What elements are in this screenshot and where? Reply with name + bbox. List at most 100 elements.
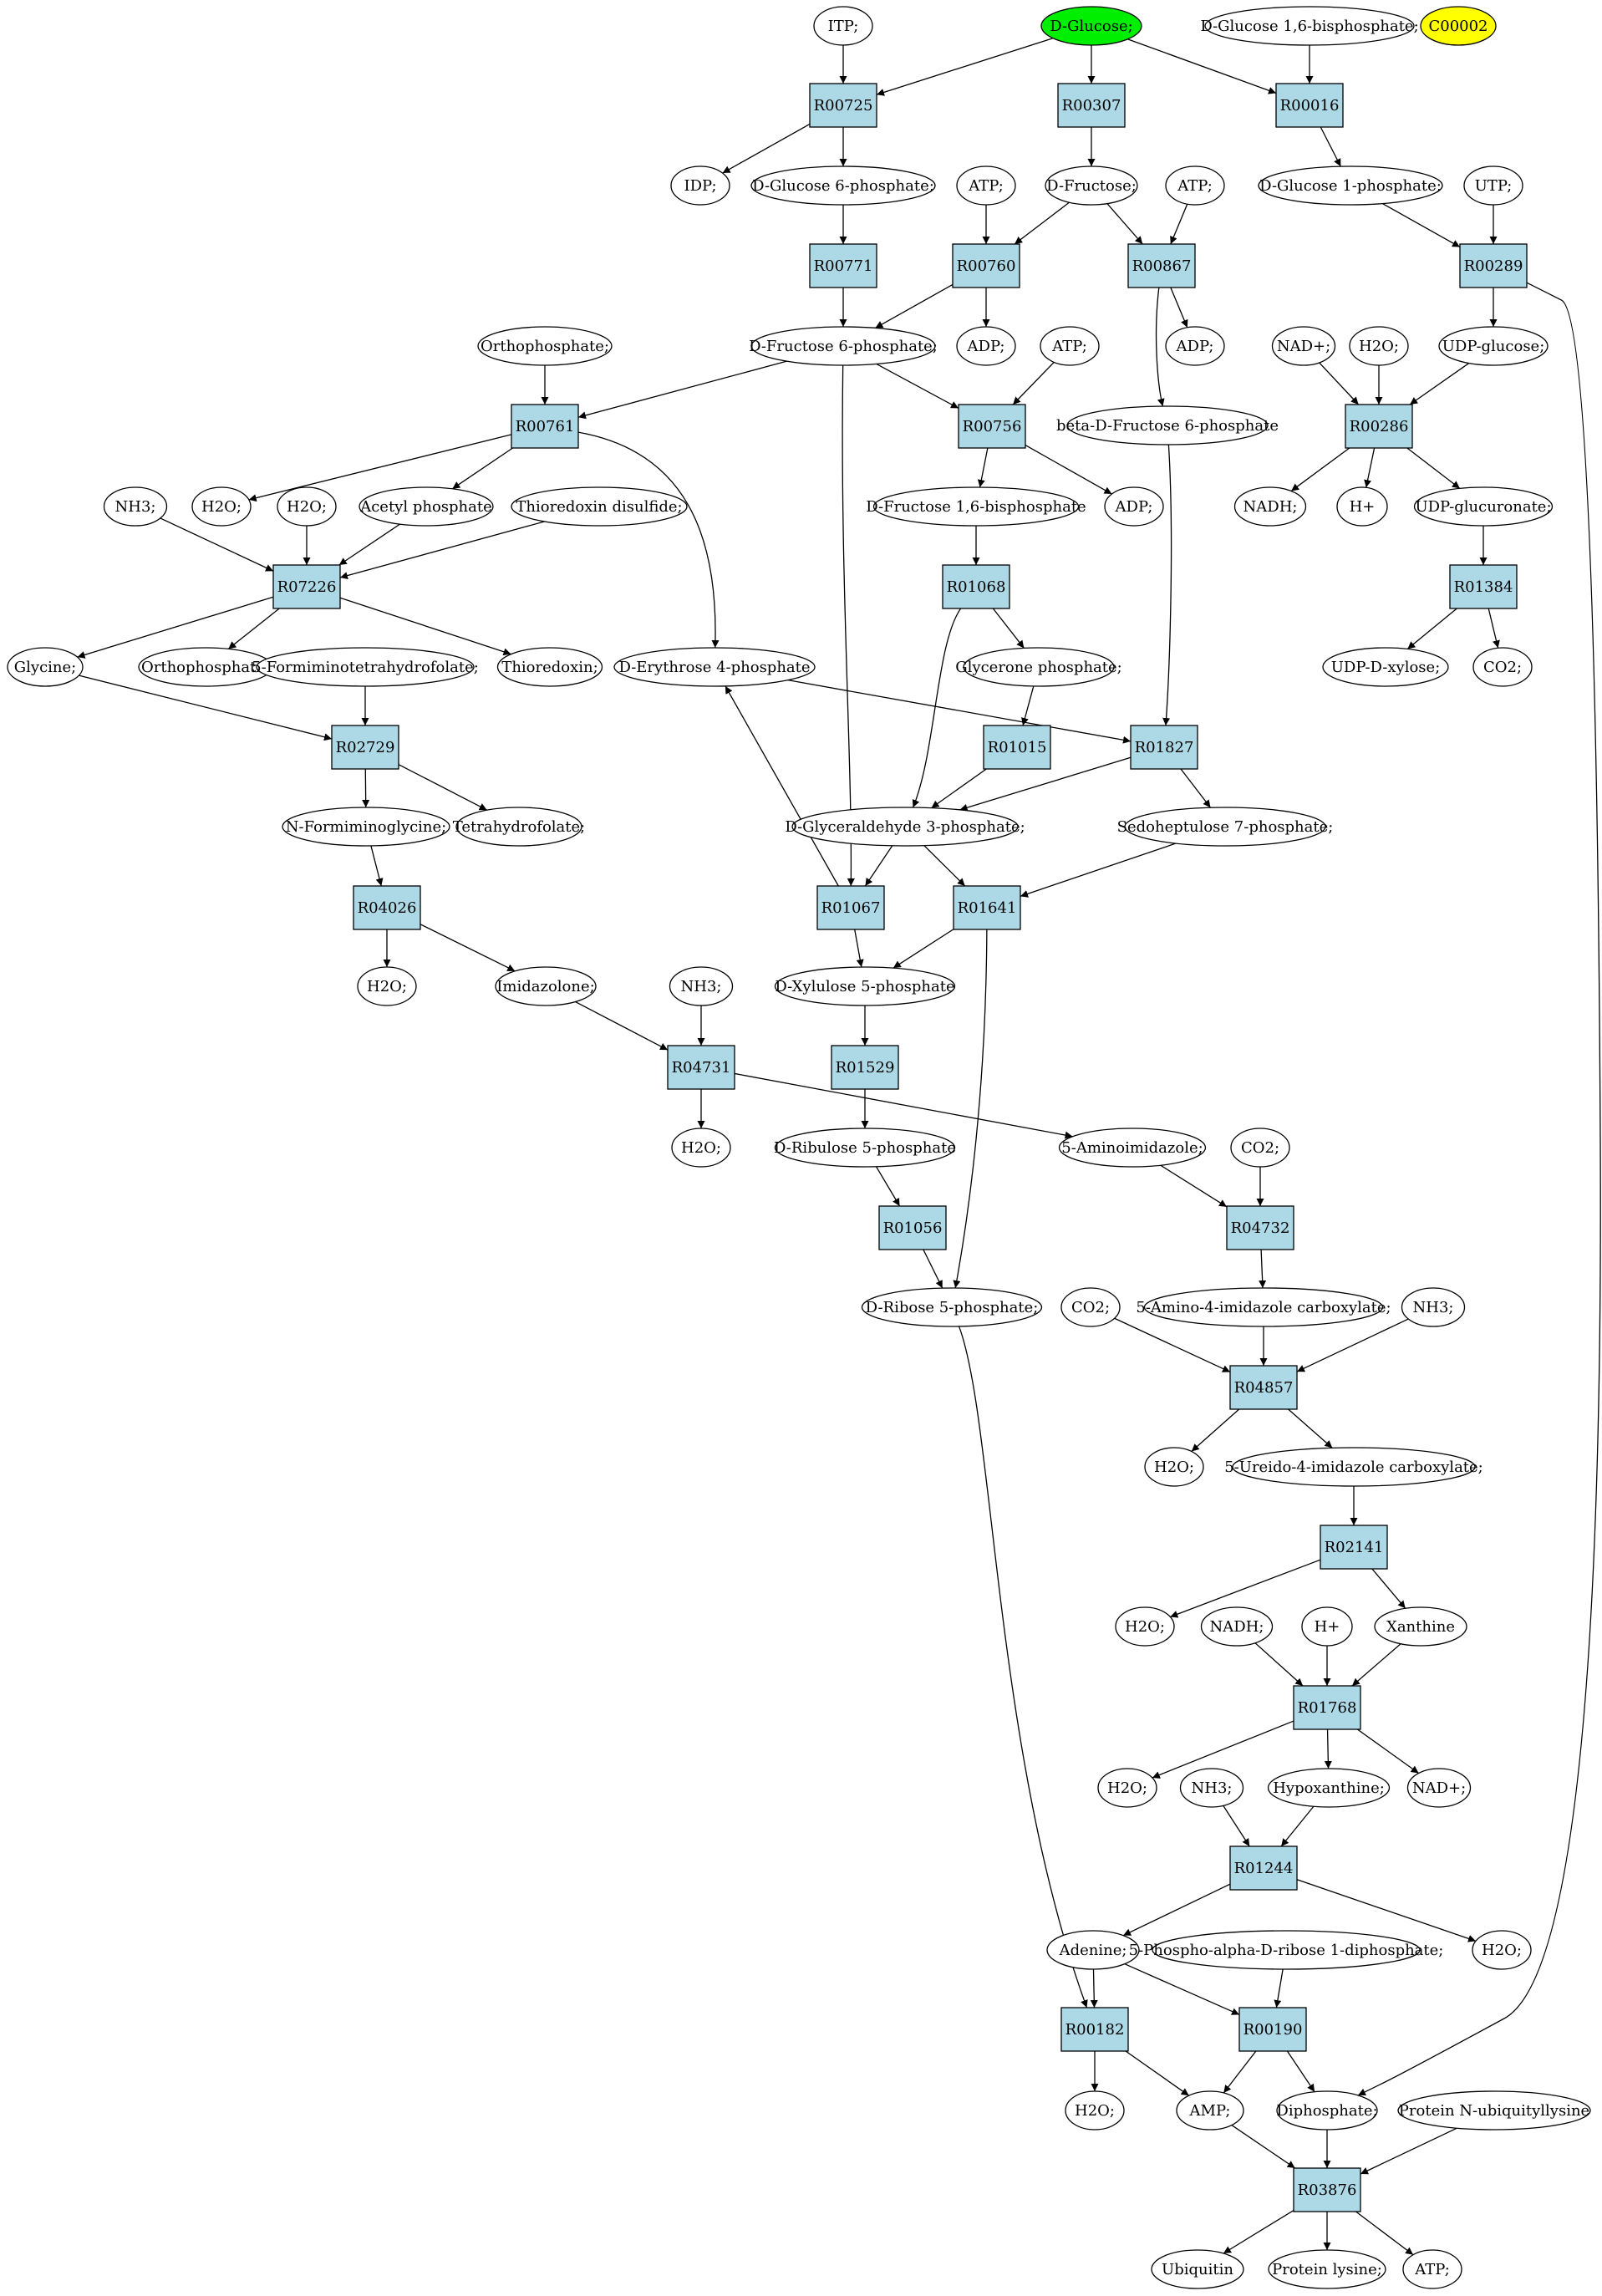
edge-dr5p-to-R00182 [958,1326,1088,2008]
compound-node-hypox: Hypoxanthine; [1267,1768,1391,1808]
compound-node-adenine: Adenine; [1046,1930,1140,1970]
compound-label: H2O; [1359,338,1399,355]
compound-ellipse [1322,647,1449,687]
edge-nfgly-to-R04026 [370,845,384,887]
compound-label: D-Fructose; [1046,177,1137,195]
compound-ellipse [1066,405,1269,445]
compound-label: D-Erythrose 4-phosphate [618,659,810,676]
reaction-label: R00867 [1132,257,1192,275]
compound-ellipse [1124,807,1326,847]
edge-R04731-to-aminoimid [734,1072,1073,1139]
edge-nadh2-to-R01768 [1254,1642,1304,1687]
compound-node-glycine: Glycine; [7,647,84,687]
compound-label: D-Xylulose 5-phosphate [775,978,954,995]
edge-xanthine-to-R01768 [1351,1643,1401,1687]
reaction-box [1449,564,1518,609]
compound-node-adp2: ADP; [1165,326,1225,366]
compound-ellipse [277,486,337,527]
compound-ellipse [1463,165,1523,206]
compound-ellipse [1176,2090,1244,2131]
edge-R01384-to-co2_1 [1488,608,1500,649]
reaction-node-r04857: R04857 [1229,1365,1298,1410]
reaction-node-r01056: R01056 [878,1205,947,1250]
reaction-label: R00190 [1243,2021,1303,2039]
edge-nh3_1-to-R07226 [160,517,274,572]
edge-nh3_4-to-R01244 [1223,1805,1250,1847]
compound-node-de4p: D-Erythrose 4-phosphate [613,647,816,687]
edge-R04857-to-ureido [1288,1408,1333,1448]
compound-ellipse [1233,486,1307,527]
edge-R04026-to-imidazolone [420,924,516,972]
compound-ellipse [750,326,936,366]
edge-dglucose-to-R00016 [1127,38,1277,94]
compound-ellipse [1276,2090,1378,2131]
compound-node-nh3_2: NH3; [669,966,734,1006]
edge-de4p-to-R01827 [787,680,1132,744]
edge-R07226-to-ortho2 [227,608,280,649]
edge-adenine-to-R00190 [1124,1963,1240,2015]
compound-label: Thioredoxin disulfide; [516,498,682,516]
reaction-node-r01068: R01068 [942,564,1010,609]
compound-node-atp2: ATP; [1165,165,1225,206]
compound-ellipse [1040,326,1100,366]
compound-label: ATP; [1414,2261,1450,2278]
edge-bdf6p-to-R01827 [1162,444,1172,726]
compound-label: H2O; [1154,1459,1194,1476]
edge-R07226-to-glycine [77,596,274,659]
compound-label: H2O; [681,1139,721,1157]
compound-ellipse [750,165,936,206]
compound-node-dg1p: D-Glucose 1-phosphate; [1258,165,1443,206]
reaction-box [1130,725,1198,770]
reaction-label: R00725 [814,97,873,115]
compound-ellipse [1165,165,1225,206]
compound-node-h2o6: H2O; [1144,1447,1204,1487]
edge-atp3-to-R00756 [1012,361,1055,405]
compound-node-h2o7: H2O; [1115,1606,1175,1647]
compound-label: H2O; [1075,2102,1115,2120]
compound-node-utp: UTP; [1463,165,1523,206]
reaction-box [1320,1525,1388,1570]
compound-node-h2o3: H2O; [277,486,337,527]
edge-R00286-to-hplus1 [1364,447,1376,488]
reaction-label: R01068 [947,578,1006,596]
compound-label: UDP-D-xylose; [1331,659,1441,676]
compound-ellipse [1165,326,1225,366]
compound-ellipse [1336,486,1388,527]
edge-R01827-to-s7p [1180,768,1212,808]
edge-protub-to-R03876 [1360,2127,1457,2175]
edge-R01244-to-h2o9 [1296,1879,1477,1942]
reaction-label: R03876 [1298,2181,1357,2199]
compound-label: ATP; [1051,338,1087,355]
compound-node-thiodis: Thioredoxin disulfide; [511,486,688,527]
edge-R00756-to-df16bp [977,447,989,488]
compound-ellipse [1271,326,1336,366]
reaction-node-r03876: R03876 [1293,2167,1361,2212]
compound-ellipse [1065,2090,1125,2131]
edge-R01068-to-glyp [992,608,1025,649]
compound-label: 5-Aminoimidazole; [1061,1139,1203,1157]
compound-label: NADH; [1243,498,1298,516]
reaction-label: R00771 [814,257,873,275]
reaction-label: R01244 [1234,1860,1294,1877]
reaction-node-r00756: R00756 [958,404,1026,449]
edge-R01641-to-dr5p [953,929,988,1289]
reaction-box [1293,2167,1361,2212]
reaction-node-r04732: R04732 [1226,1205,1294,1250]
edge-udpglc-to-R00286 [1409,362,1470,405]
edge-R00725-to-idp [722,123,811,174]
compound-ellipse [496,647,603,687]
reaction-box [831,1045,899,1090]
reaction-label: R01015 [988,739,1047,756]
reaction-box [1057,83,1126,128]
edge-dglucose-to-R00725 [876,38,1054,96]
reaction-label: R01384 [1454,578,1513,596]
reaction-box [511,404,579,449]
reaction-box [353,885,421,930]
compound-ellipse [1267,1768,1391,1808]
compound-node-dga3p: D-Glyceraldehyde 3-phosphate; [785,807,1025,847]
compound-node-aicarbox: 5-Amino-4-imidazole carboxylate; [1136,1287,1391,1327]
reaction-box [809,83,877,128]
compound-node-atp1: ATP; [956,165,1016,206]
compound-node-co2_2: CO2; [1230,1128,1290,1168]
